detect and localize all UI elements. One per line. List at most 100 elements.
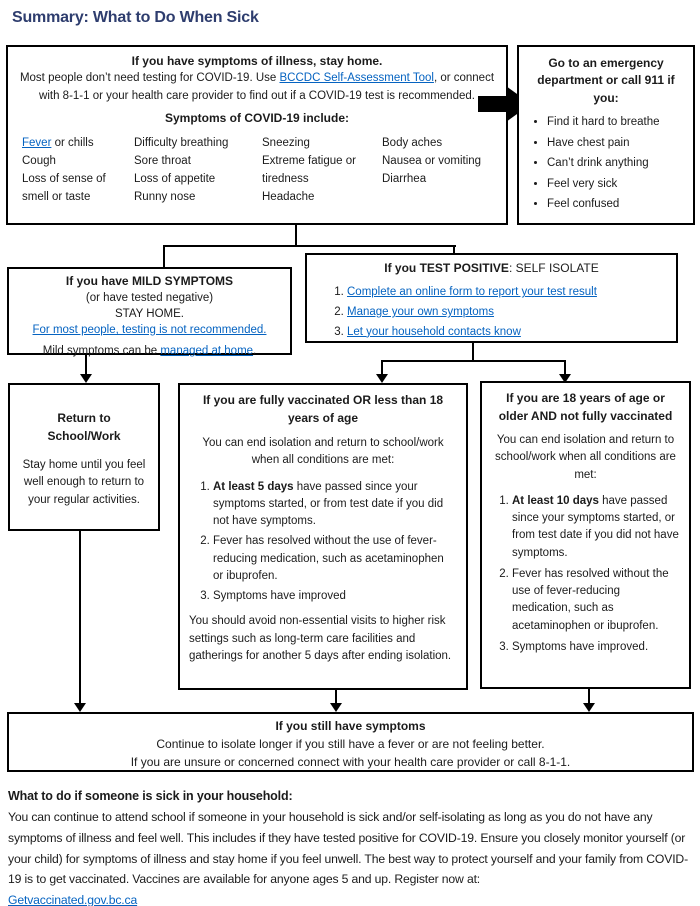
list-item: Let your household contacts know bbox=[347, 324, 666, 341]
test-positive-heading-bold: If you TEST POSITIVE bbox=[384, 261, 509, 275]
list-item: Feel very sick bbox=[547, 177, 687, 193]
symptom-item: Sneezing bbox=[262, 137, 310, 150]
symptom-item: Sore throat bbox=[134, 155, 191, 168]
household-heading: What to do if someone is sick in your ho… bbox=[8, 789, 293, 803]
not-fully-vaccinated-heading: If you are 18 years of age or older AND … bbox=[498, 391, 673, 423]
list-item: Fever has resolved without the use of fe… bbox=[512, 566, 681, 635]
return-heading: Return to School/Work bbox=[47, 411, 121, 443]
arrow-right-icon bbox=[478, 96, 508, 112]
symptoms-column-1: Fever or chills Cough Loss of sense of s… bbox=[22, 135, 134, 206]
arrow-down-icon bbox=[74, 703, 86, 712]
managed-at-home-post: . bbox=[253, 345, 257, 358]
symptom-item: Difficulty breathing bbox=[134, 137, 229, 150]
connector-line bbox=[564, 360, 566, 374]
household-section: What to do if someone is sick in your ho… bbox=[8, 786, 696, 906]
managed-at-home-pre: Mild symptoms can be bbox=[42, 345, 161, 358]
symptom-item: Extreme fatigue or tiredness bbox=[262, 155, 356, 186]
test-positive-box: If you TEST POSITIVE: SELF ISOLATE Compl… bbox=[305, 253, 678, 343]
symptoms-column-4: Body aches Nausea or vomiting Diarrhea bbox=[382, 135, 496, 206]
testing-not-recommended-link[interactable]: For most people, testing is not recommen… bbox=[32, 323, 267, 336]
report-test-result-link[interactable]: Complete an online form to report your t… bbox=[347, 286, 597, 299]
arrow-down-icon bbox=[376, 374, 388, 383]
symptom-item: Runny nose bbox=[134, 190, 196, 203]
list-item: Fever has resolved without the use of fe… bbox=[213, 533, 457, 585]
list-item: At least 10 days have passed since your … bbox=[512, 493, 681, 562]
connector-line bbox=[381, 360, 383, 374]
stay-home-heading: If you have symptoms of illness, stay ho… bbox=[131, 54, 383, 68]
mild-symptoms-box: If you have MILD SYMPTOMS (or have teste… bbox=[7, 267, 292, 358]
page-title: Summary: What to Do When Sick bbox=[12, 9, 259, 26]
fully-vaccinated-box: If you are fully vaccinated OR less than… bbox=[178, 383, 468, 690]
bccdc-self-assessment-link[interactable]: BCCDC Self-Assessment Tool bbox=[279, 72, 434, 85]
condition-bold-text: At least 5 days bbox=[213, 480, 294, 493]
self-isolate-text: : SELF ISOLATE bbox=[508, 261, 599, 275]
condition-text: have passed since your symptoms started,… bbox=[512, 494, 679, 559]
household-contacts-link[interactable]: Let your household contacts know bbox=[347, 325, 521, 338]
list-item: Manage your own symptoms bbox=[347, 304, 666, 321]
symptoms-list-heading: Symptoms of COVID-19 include: bbox=[164, 111, 350, 126]
test-positive-heading: If you TEST POSITIVE: SELF ISOLATE bbox=[317, 260, 666, 277]
list-item: Feel confused bbox=[547, 197, 687, 213]
managed-at-home-link[interactable]: managed at home bbox=[160, 345, 254, 358]
arrow-down-icon bbox=[330, 703, 342, 712]
symptoms-column-3: Sneezing Extreme fatigue or tiredness He… bbox=[262, 135, 382, 206]
unsure-concerned-text: If you are unsure or concerned connect w… bbox=[130, 755, 571, 769]
avoid-visits-text: You should avoid non-essential visits to… bbox=[189, 615, 452, 662]
symptoms-columns: Fever or chills Cough Loss of sense of s… bbox=[18, 135, 496, 206]
symptom-item-text: or chills bbox=[51, 137, 94, 150]
connector-line bbox=[472, 343, 474, 362]
testing-not-recommended-line: For most people, testing is not recommen… bbox=[17, 322, 282, 338]
emergency-911-box: Go to an emergency department or call 91… bbox=[517, 45, 695, 225]
condition-bold-text: At least 10 days bbox=[512, 494, 599, 507]
testing-intro-text: Most people don’t need testing for COVID… bbox=[18, 70, 496, 106]
list-item: At least 5 days have passed since your s… bbox=[213, 479, 457, 531]
connector-line bbox=[163, 245, 456, 247]
manage-symptoms-link[interactable]: Manage your own symptoms bbox=[347, 306, 495, 319]
arrow-down-icon bbox=[80, 374, 92, 383]
emergency-bullet-list: Find it hard to breathe Have chest pain … bbox=[525, 115, 687, 213]
arrow-down-icon bbox=[583, 703, 595, 712]
mild-symptoms-heading: If you have MILD SYMPTOMS bbox=[65, 274, 234, 288]
conditions-list: At least 10 days have passed since your … bbox=[490, 493, 681, 656]
symptom-item: Headache bbox=[262, 190, 315, 203]
still-have-symptoms-box: If you still have symptoms Continue to i… bbox=[7, 712, 694, 772]
end-isolation-intro: You can end isolation and return to scho… bbox=[495, 434, 676, 481]
symptom-item: Loss of sense of smell or taste bbox=[22, 173, 106, 203]
isolate-longer-text: Continue to isolate longer if you still … bbox=[156, 737, 545, 751]
connector-line bbox=[381, 360, 566, 362]
fever-link[interactable]: Fever bbox=[22, 137, 52, 150]
condition-text: have passed since your symptoms started,… bbox=[213, 480, 444, 528]
return-to-school-work-box: Return to School/Work Stay home until yo… bbox=[8, 383, 160, 531]
list-item: Symptoms have improved bbox=[213, 588, 457, 605]
still-symptoms-heading: If you still have symptoms bbox=[275, 719, 426, 733]
end-isolation-intro: You can end isolation and return to scho… bbox=[202, 437, 444, 467]
symptom-item: Diarrhea bbox=[382, 173, 427, 186]
symptom-item: Fever or chills bbox=[22, 135, 134, 153]
symptom-item: Nausea or vomiting bbox=[382, 155, 482, 168]
tested-negative-text: (or have tested negative) bbox=[85, 291, 214, 304]
symptoms-stay-home-box: If you have symptoms of illness, stay ho… bbox=[6, 45, 508, 225]
not-fully-vaccinated-box: If you are 18 years of age or older AND … bbox=[480, 381, 691, 689]
symptom-item: Cough bbox=[22, 155, 56, 168]
symptom-item: Body aches bbox=[382, 137, 443, 150]
stay-home-text: STAY HOME. bbox=[114, 307, 184, 320]
intro-post-text: , or connect with 8-1-1 or your health c… bbox=[39, 72, 495, 103]
list-item: Complete an online form to report your t… bbox=[347, 284, 666, 301]
list-item: Symptoms have improved. bbox=[512, 639, 681, 656]
symptoms-column-2: Difficulty breathing Sore throat Loss of… bbox=[134, 135, 262, 206]
fully-vaccinated-heading: If you are fully vaccinated OR less than… bbox=[202, 393, 444, 425]
connector-line bbox=[335, 690, 337, 703]
connector-line bbox=[163, 245, 165, 267]
list-item: Find it hard to breathe bbox=[547, 115, 687, 131]
household-body-text: You can continue to attend school if som… bbox=[8, 810, 688, 887]
connector-line bbox=[85, 355, 87, 374]
return-body-text: Stay home until you feel well enough to … bbox=[22, 459, 146, 506]
getvaccinated-link[interactable]: Getvaccinated.gov.bc.ca bbox=[8, 893, 138, 906]
intro-pre-text: Most people don’t need testing for COVID… bbox=[19, 72, 280, 85]
connector-line bbox=[588, 689, 590, 703]
getvaccinated-line: Getvaccinated.gov.bc.ca bbox=[8, 890, 696, 906]
conditions-list: At least 5 days have passed since your s… bbox=[189, 479, 457, 606]
list-item: Can’t drink anything bbox=[547, 156, 687, 172]
list-item: Have chest pain bbox=[547, 136, 687, 152]
